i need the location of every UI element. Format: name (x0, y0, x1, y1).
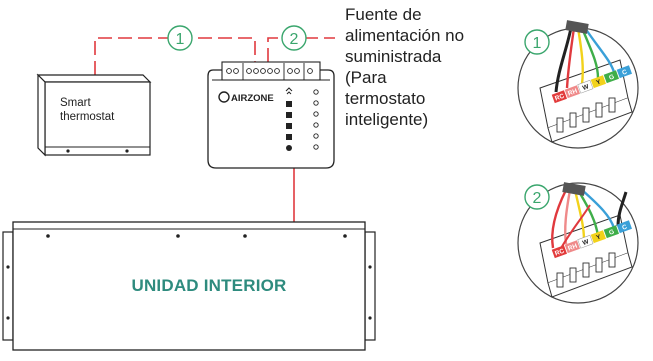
wiring-detail-2: RC RH W Y G C (517, 182, 639, 304)
terminal-2-c: C (621, 223, 628, 231)
detail-marker-1: 1 (524, 29, 550, 55)
terminal-2-rh: RH (567, 243, 579, 253)
device-status-icons (285, 87, 293, 151)
terminal-2-rc: RC (554, 248, 566, 258)
airzone-device: AIRZONE (207, 61, 335, 169)
power-supply-label: Fuente de alimentación no suministrada (… (345, 5, 465, 129)
terminal-1-w: W (582, 83, 591, 92)
thermostat-wire (94, 37, 256, 75)
marker-1-text: 1 (176, 31, 185, 48)
terminal-2-y: Y (595, 233, 602, 241)
marker-1: 1 (167, 25, 193, 51)
power-supply-wire (267, 37, 335, 62)
indoor-unit-box (2, 221, 376, 351)
terminal-1-rc: RC (554, 93, 566, 103)
detail-marker-2: 2 (524, 184, 550, 210)
detail-marker-2-text: 2 (533, 190, 542, 207)
device-brand: AIRZONE (231, 93, 274, 104)
smart-thermostat-label: Smart thermostat (60, 97, 115, 123)
terminal-2-g: G (608, 228, 615, 236)
airzone-logo-icon (218, 91, 230, 103)
marker-2-text: 2 (290, 31, 299, 48)
indoor-unit-label: UNIDAD INTERIOR (131, 276, 287, 295)
detail-marker-1-text: 1 (533, 35, 542, 52)
terminal-1-rh: RH (567, 88, 579, 98)
terminal-2-w: W (582, 238, 591, 247)
wiring-detail-1: RC RH W Y G C (517, 20, 639, 149)
terminal-1-y: Y (595, 78, 602, 86)
smart-thermostat-box (36, 73, 152, 157)
terminal-1-g: G (608, 73, 615, 81)
marker-2: 2 (281, 25, 307, 51)
terminal-1-c: C (621, 68, 628, 76)
